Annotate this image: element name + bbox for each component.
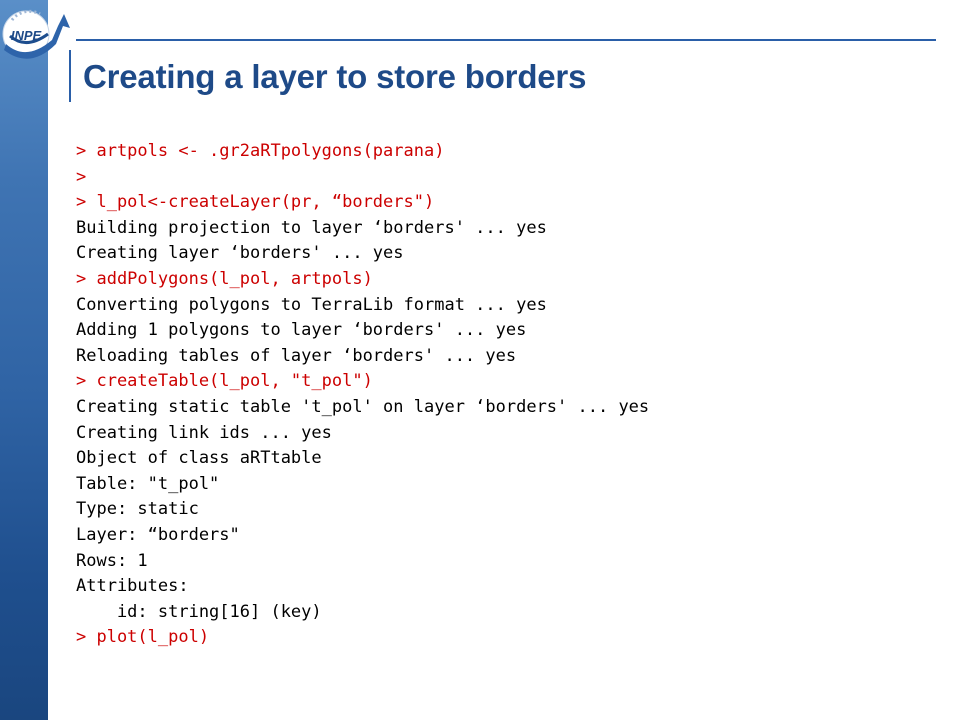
console-output-line: Creating layer ‘borders' ... yes — [76, 243, 404, 264]
console-output-line: Creating static table 't_pol' on layer ‘… — [76, 396, 650, 417]
console-output-line: Object of class aRTtable — [76, 448, 322, 469]
side-bar — [0, 0, 48, 720]
console-output-line: Creating link ids ... yes — [76, 422, 332, 443]
console-output-line: Converting polygons to TerraLib format .… — [76, 294, 547, 315]
console-command-line: > plot(l_pol) — [76, 627, 210, 648]
top-divider — [76, 39, 936, 41]
r-console-transcript: > artpols <- .gr2aRTpolygons(parana) > > l… — [76, 139, 936, 651]
logo-text: INPE — [11, 28, 42, 43]
console-output-line: Attributes: — [76, 576, 189, 597]
console-output-line: Adding 1 polygons to layer ‘borders' ...… — [76, 320, 527, 341]
console-output-line: id: string[16] (key) — [76, 601, 322, 622]
console-output-line: Rows: 1 — [76, 550, 148, 571]
console-output-line: Layer: “borders" — [76, 524, 240, 545]
console-command-line: > createTable(l_pol, "t_pol") — [76, 371, 373, 392]
console-output-line: Type: static — [76, 499, 199, 520]
console-output-line: Table: "t_pol" — [76, 473, 220, 494]
inpe-logo: INPE — [0, 0, 86, 70]
console-output-line: Reloading tables of layer ‘borders' ... … — [76, 345, 517, 366]
console-command-line: > l_pol<-createLayer(pr, “borders") — [76, 192, 435, 213]
console-command-line: > — [76, 166, 87, 187]
console-command-line: > addPolygons(l_pol, artpols) — [76, 268, 373, 289]
page-title: Creating a layer to store borders — [83, 58, 587, 95]
console-output-line: Building projection to layer ‘borders' .… — [76, 217, 547, 238]
title-side-divider — [69, 50, 71, 102]
console-command-line: > artpols <- .gr2aRTpolygons(parana) — [76, 141, 445, 161]
